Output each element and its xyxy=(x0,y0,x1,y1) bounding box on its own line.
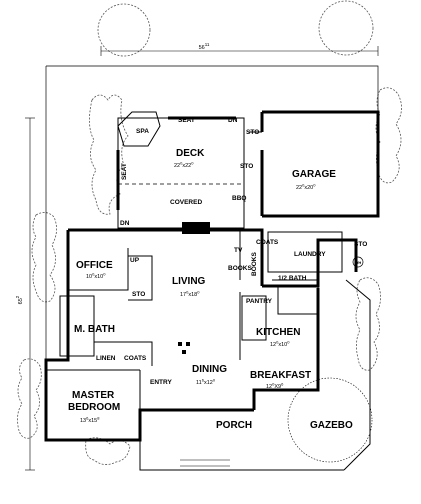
house-walls xyxy=(44,222,358,442)
gazebo-label: GAZEBO xyxy=(310,420,353,431)
deck-dn-side-label: DN xyxy=(120,220,130,227)
bedroom-label: BEDROOM xyxy=(68,402,120,413)
linen-label: LINEN xyxy=(96,355,116,362)
overall-depth: 65 xyxy=(18,298,24,304)
half-bath-label: 1/2 BATH xyxy=(278,275,307,282)
porch-label: PORCH xyxy=(216,420,252,431)
kitchen-label: KITCHEN xyxy=(256,327,300,338)
living-label: LIVING xyxy=(172,276,206,287)
books-label: BOOKS xyxy=(251,252,258,277)
deck-label: DECK xyxy=(176,148,205,159)
stair-up-label: UP xyxy=(130,257,140,264)
entry-label: ENTRY xyxy=(150,379,172,386)
porch-area xyxy=(139,279,373,471)
bbq-label: BBQ xyxy=(232,195,246,202)
office-label: OFFICE xyxy=(76,260,113,271)
seat-label: SEAT xyxy=(178,117,195,124)
svg-text:220x220: 220x220 xyxy=(174,161,194,170)
coats-low-label: COATS xyxy=(124,355,147,362)
svg-text:170x180: 170x180 xyxy=(180,290,200,299)
water-heater-label: WH xyxy=(355,260,362,265)
deck-sto-label: STO xyxy=(246,129,259,136)
deck-area xyxy=(116,111,245,229)
office-sto-label: STO xyxy=(132,291,145,298)
svg-text:120X96: 120X96 xyxy=(266,382,284,391)
pantry-label: PANTRY xyxy=(246,298,273,305)
svg-text:136x158: 136x158 xyxy=(80,416,100,425)
spa-label: SPA xyxy=(136,128,149,135)
mid-sto-label: STO xyxy=(240,163,253,170)
svg-text:5611: 5611 xyxy=(199,42,210,51)
coats-label: COATS xyxy=(256,239,279,246)
laundry-label: LAUNDRY xyxy=(294,251,326,258)
garage-sto-label: STO xyxy=(354,241,367,248)
tv-label: TV xyxy=(234,247,243,254)
overall-width: 56 xyxy=(199,45,205,51)
breakfast-label: BREAKFAST xyxy=(250,370,311,381)
svg-text:100x100: 100x100 xyxy=(86,272,106,281)
covered-label: COVERED xyxy=(170,199,202,206)
svg-text:652: 652 xyxy=(15,295,24,304)
deck-dn-label: DN xyxy=(228,117,238,124)
svg-text:120x100: 120x100 xyxy=(270,340,290,349)
seat-side-label: SEAT xyxy=(121,163,128,180)
svg-text:116x120: 116x120 xyxy=(196,378,216,387)
dining-label: DINING xyxy=(192,364,227,375)
garage-label: GARAGE xyxy=(292,169,336,180)
svg-text:220x200: 220x200 xyxy=(296,183,316,192)
tree-icon xyxy=(97,0,374,57)
master-label: MASTER xyxy=(72,390,115,401)
garage-area xyxy=(248,110,380,218)
tv-books-label: BOOKS xyxy=(228,265,253,272)
master-bath-label: M. BATH xyxy=(74,324,115,335)
